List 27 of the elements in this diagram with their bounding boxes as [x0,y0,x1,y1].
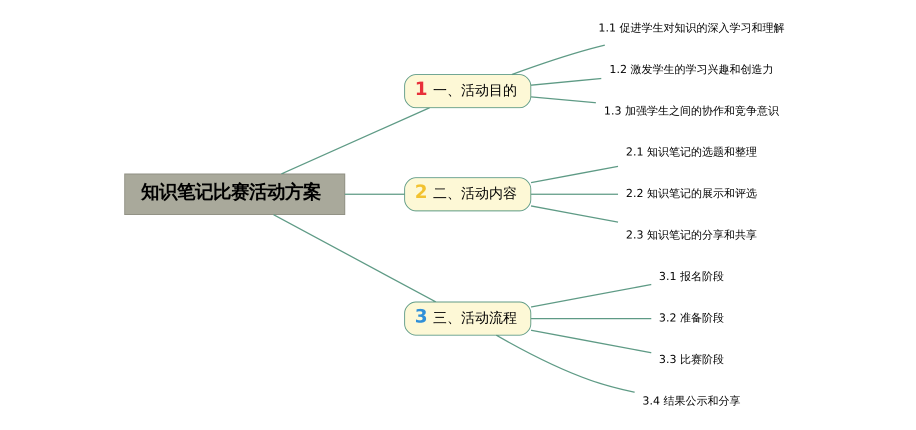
node-text: 1.2 激发学生的学习兴趣和创造力 [608,62,774,76]
connector [530,318,651,320]
node-box: 知识笔记比赛活动方案 [124,174,345,215]
connector [272,214,436,303]
node-text: 1.3 加强学生之间的协作和竞争意识 [603,104,779,118]
node-text: 2.3 知识笔记的分享和共享 [625,228,757,242]
connector [496,334,634,393]
node-text: 3.4 结果公示和分享 [642,394,740,408]
node-text: 2.2 知识笔记的展示和评选 [625,187,757,200]
connector [530,284,651,308]
connector [511,44,604,76]
node-text: 2.1 知识笔记的选题和整理 [625,146,757,159]
node-text: 3.2 准备阶段 [658,311,724,324]
connector [530,205,618,223]
node-box: 1 一、活动目的 [404,74,531,108]
connector [530,96,596,104]
connector [530,166,618,184]
connector [530,78,601,86]
node-text: 3.3 比赛阶段 [658,352,724,366]
node-text: 1.1 促进学生对知识的深入学习和理解 [598,21,784,34]
node-box: 2 二、活动内容 [404,177,531,212]
connector [530,194,618,195]
connector [344,194,404,195]
connector [530,330,651,354]
connector [280,107,430,174]
node-box: 3 三、活动流程 [404,302,531,336]
node-text: 3.1 报名阶段 [658,270,724,284]
